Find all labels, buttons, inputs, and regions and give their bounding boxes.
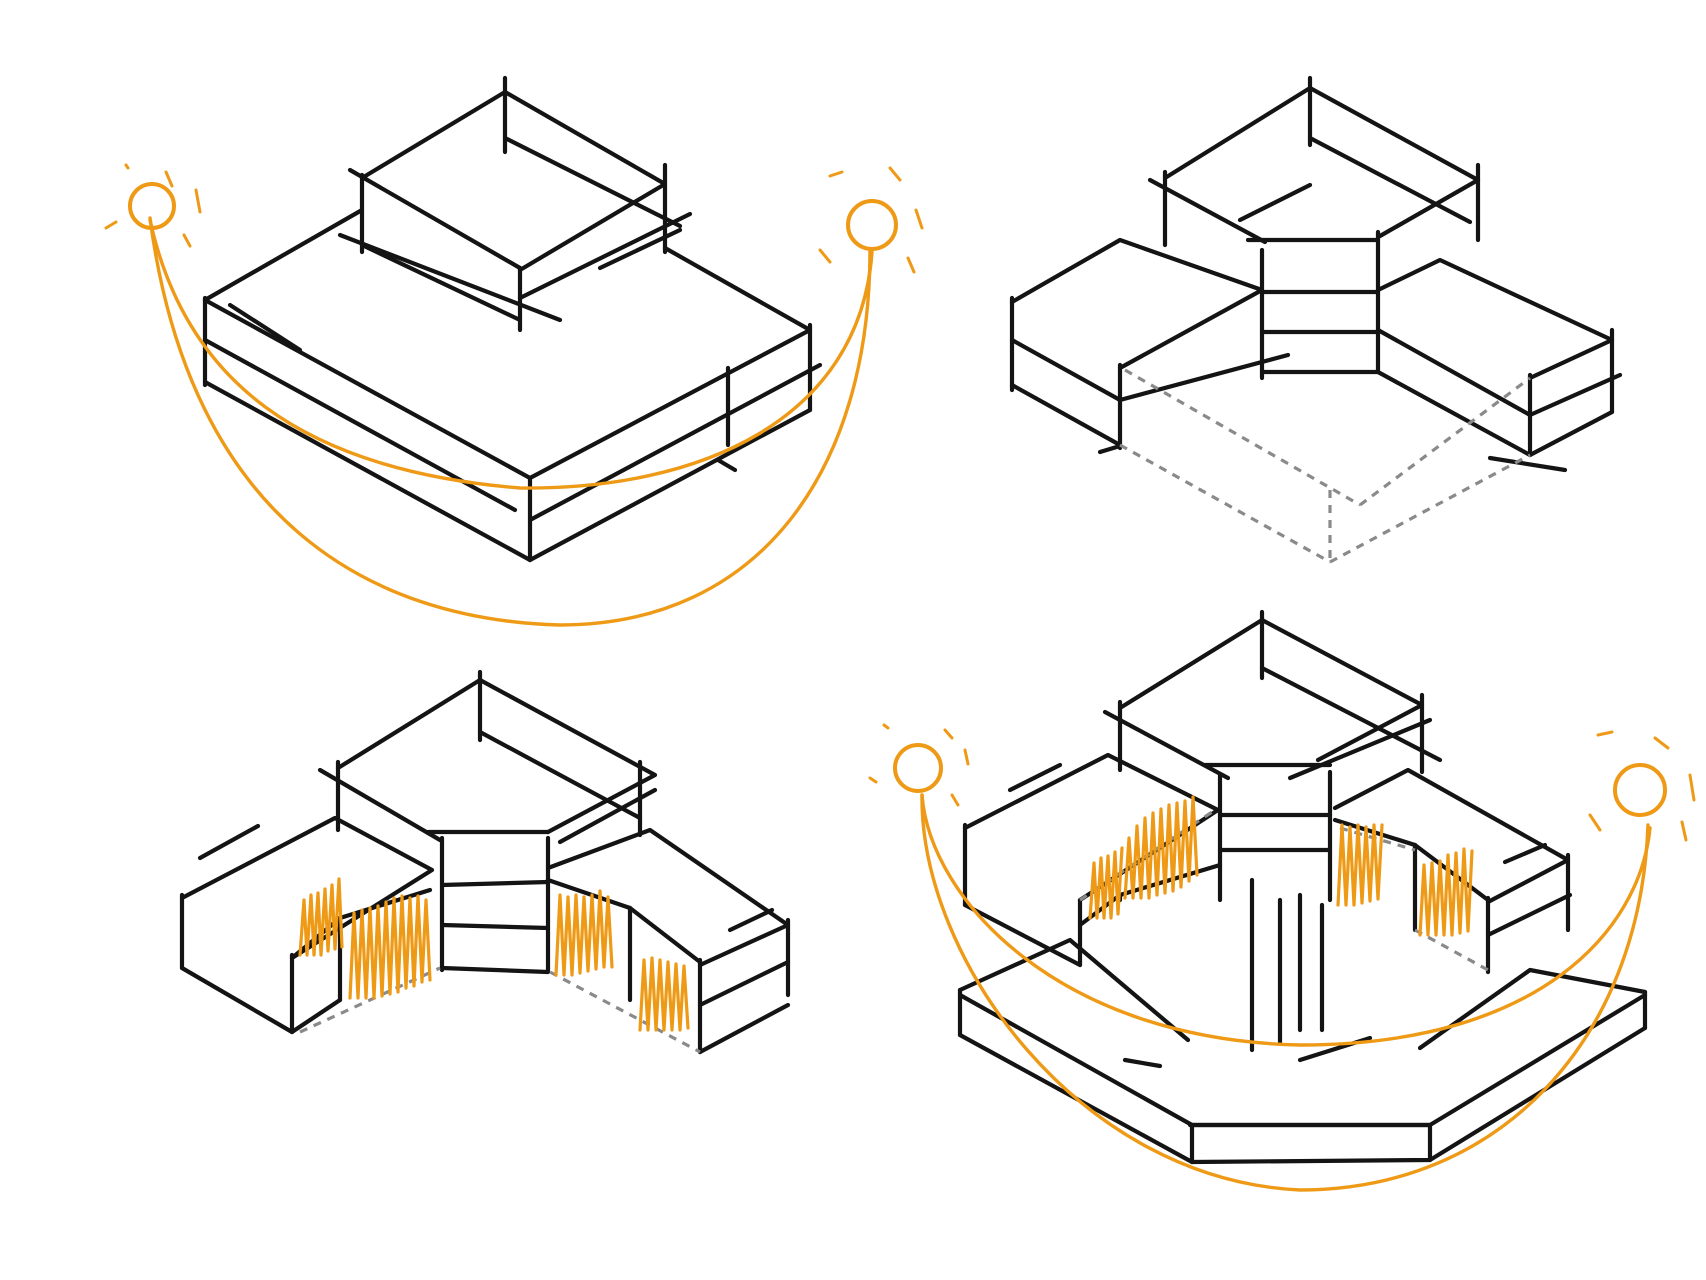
panel-3-facade-hatching xyxy=(298,877,690,1032)
sun-icon-left xyxy=(893,743,943,793)
sun-icon-right xyxy=(846,199,898,251)
panel-2-dashed-footprint xyxy=(1119,368,1531,564)
sun-rays-right-icon xyxy=(818,166,924,274)
panel-4 xyxy=(868,609,1696,1192)
panel-2-massing xyxy=(1009,75,1623,473)
panel-1 xyxy=(104,75,924,627)
sun-rays-left-icon xyxy=(104,163,202,248)
panel-3 xyxy=(179,669,791,1055)
sun-icon-left xyxy=(128,182,176,230)
panel-3-dashed-base xyxy=(299,966,701,1054)
panel-3-massing xyxy=(179,669,791,1055)
panel-4-massing xyxy=(957,609,1648,1165)
panel-1-sun-path xyxy=(104,163,924,627)
panel-4-facade-hatching xyxy=(1088,795,1474,937)
panel-2 xyxy=(1009,75,1623,564)
sun-icon-right xyxy=(1613,763,1667,817)
sun-rays-right-icon xyxy=(1588,730,1696,842)
sun-rays-left-icon xyxy=(868,723,970,807)
panel-4-sun-path xyxy=(868,723,1696,1192)
panel-1-massing xyxy=(202,75,823,563)
